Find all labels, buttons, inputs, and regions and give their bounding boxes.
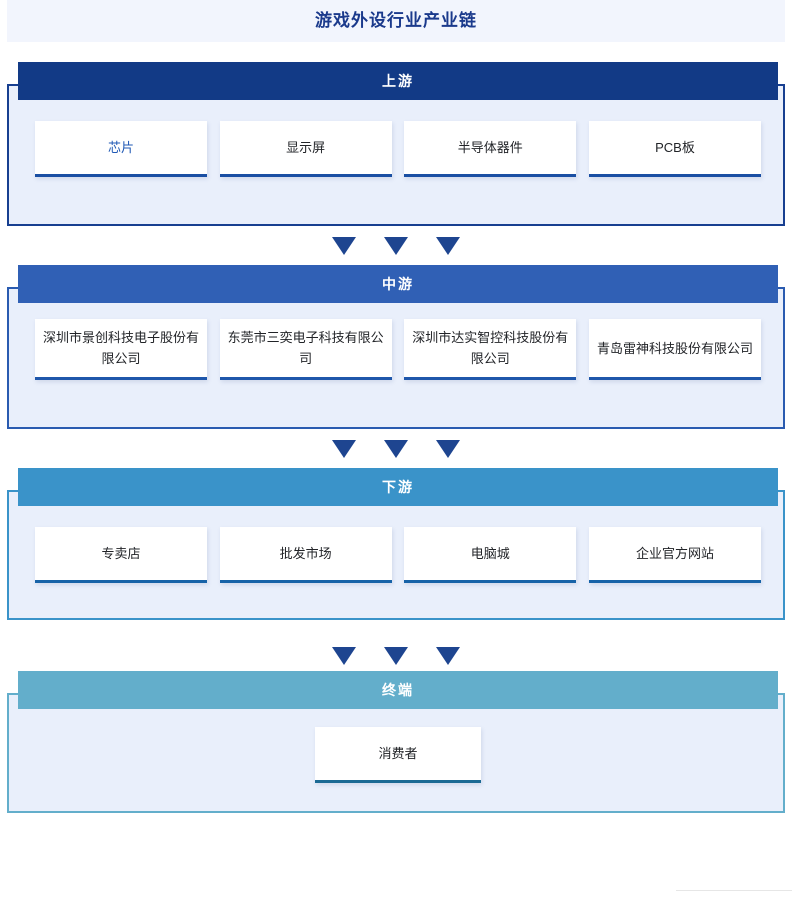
down-triangle-icon: [436, 440, 460, 458]
card-downstream-1[interactable]: 批发市场: [219, 527, 392, 583]
card-upstream-1[interactable]: 显示屏: [219, 121, 392, 177]
card-downstream-3[interactable]: 企业官方网站: [588, 527, 761, 583]
down-triangle-icon: [384, 647, 408, 665]
down-triangle-icon: [384, 440, 408, 458]
section-midstream-cards: 深圳市景创科技电子股份有限公司 东莞市三奕电子科技有限公司 深圳市达实智控科技股…: [9, 319, 787, 380]
down-triangle-icon: [384, 237, 408, 255]
section-header-midstream: 中游: [18, 265, 778, 303]
page-title: 游戏外设行业产业链: [315, 11, 477, 30]
bottom-hairline-divider: [676, 890, 792, 891]
section-header-upstream: 上游: [18, 62, 778, 100]
section-terminal-body: 消费者: [9, 695, 787, 811]
section-terminal: 消费者 终端: [7, 671, 787, 813]
down-triangle-icon: [436, 237, 460, 255]
down-triangle-icon: [332, 647, 356, 665]
section-upstream-cards: 芯片 显示屏 半导体器件 PCB板: [9, 121, 787, 177]
down-triangle-icon: [332, 440, 356, 458]
section-downstream-body: 专卖店 批发市场 电脑城 企业官方网站: [9, 492, 787, 618]
card-upstream-3[interactable]: PCB板: [588, 121, 761, 177]
down-triangle-icon: [332, 237, 356, 255]
card-midstream-0[interactable]: 深圳市景创科技电子股份有限公司: [35, 319, 207, 380]
section-downstream-cards: 专卖店 批发市场 电脑城 企业官方网站: [9, 527, 787, 583]
section-upstream: 芯片 显示屏 半导体器件 PCB板 上游: [7, 62, 787, 226]
card-midstream-2[interactable]: 深圳市达实智控科技股份有限公司: [404, 319, 577, 380]
arrow-group-upstream-to-midstream: [0, 234, 792, 258]
arrow-group-downstream-to-terminal: [0, 644, 792, 668]
section-downstream: 专卖店 批发市场 电脑城 企业官方网站 下游: [7, 468, 787, 620]
card-terminal-0[interactable]: 消费者: [315, 727, 481, 783]
section-header-terminal: 终端: [18, 671, 778, 709]
card-midstream-3[interactable]: 青岛雷神科技股份有限公司: [588, 319, 761, 380]
card-upstream-2[interactable]: 半导体器件: [404, 121, 577, 177]
section-midstream-body: 深圳市景创科技电子股份有限公司 东莞市三奕电子科技有限公司 深圳市达实智控科技股…: [9, 289, 787, 427]
section-header-downstream: 下游: [18, 468, 778, 506]
card-midstream-1[interactable]: 东莞市三奕电子科技有限公司: [219, 319, 392, 380]
section-midstream: 深圳市景创科技电子股份有限公司 东莞市三奕电子科技有限公司 深圳市达实智控科技股…: [7, 265, 787, 429]
card-downstream-0[interactable]: 专卖店: [35, 527, 207, 583]
down-triangle-icon: [436, 647, 460, 665]
card-upstream-0[interactable]: 芯片: [35, 121, 207, 177]
card-downstream-2[interactable]: 电脑城: [404, 527, 577, 583]
section-upstream-body: 芯片 显示屏 半导体器件 PCB板: [9, 86, 787, 224]
arrow-group-midstream-to-downstream: [0, 437, 792, 461]
section-terminal-cards: 消费者: [9, 727, 787, 783]
title-band: 游戏外设行业产业链: [7, 0, 785, 42]
